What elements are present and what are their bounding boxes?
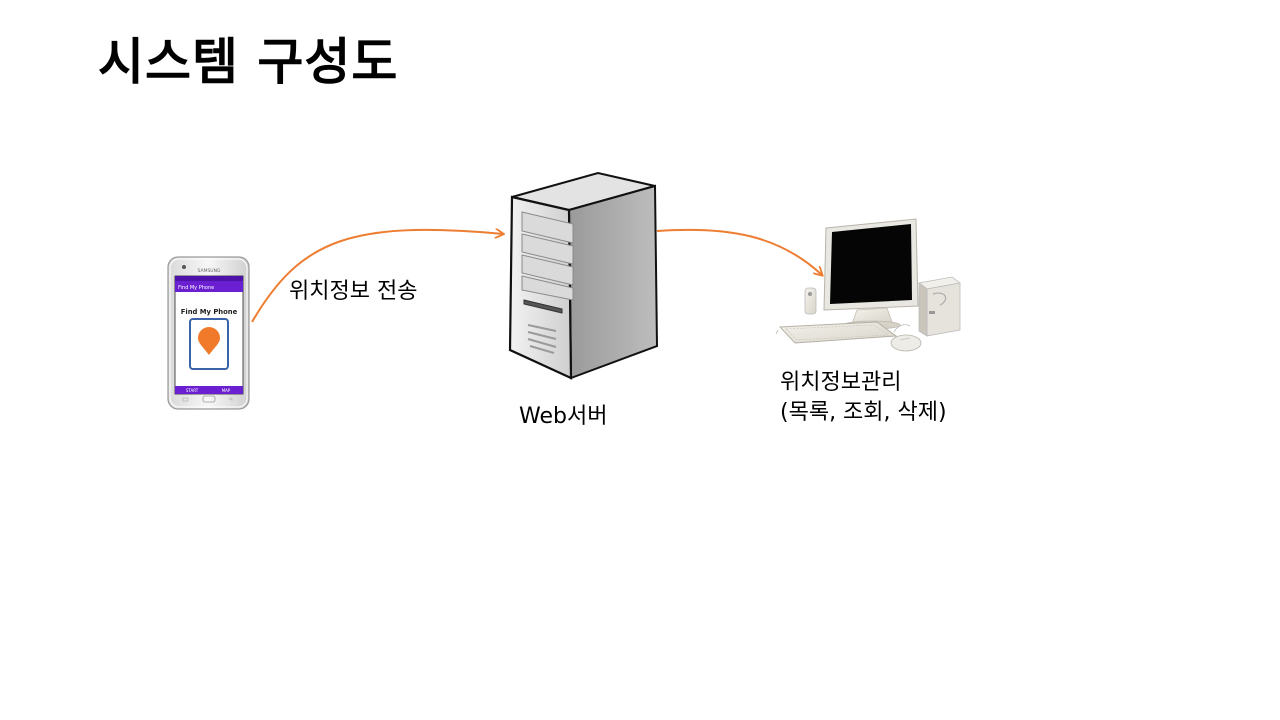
- client-label-line1: 위치정보관리: [780, 370, 902, 395]
- client-label-line2: (목록, 조회, 삭제): [780, 400, 947, 425]
- page-title: 시스템 구성도: [98, 33, 399, 91]
- nav-map: MAP: [222, 388, 231, 393]
- server-to-client-arrow: [656, 228, 822, 275]
- server-label: Web서버: [519, 404, 608, 429]
- nav-start: START: [186, 388, 199, 393]
- app-bar-title: Find My Phone: [178, 285, 214, 291]
- transfer-label: 위치정보 전송: [289, 279, 418, 304]
- server-icon: [508, 171, 659, 380]
- desktop-computer-icon: [775, 218, 961, 352]
- phone-brand: SAMSUNG: [198, 268, 221, 274]
- screen-heading: Find My Phone: [181, 308, 238, 316]
- transfer-arrow: [251, 230, 503, 323]
- smartphone-icon: SAMSUNG Find My Phone Find My Phone STAR…: [167, 256, 250, 410]
- location-pin-icon: [198, 327, 220, 355]
